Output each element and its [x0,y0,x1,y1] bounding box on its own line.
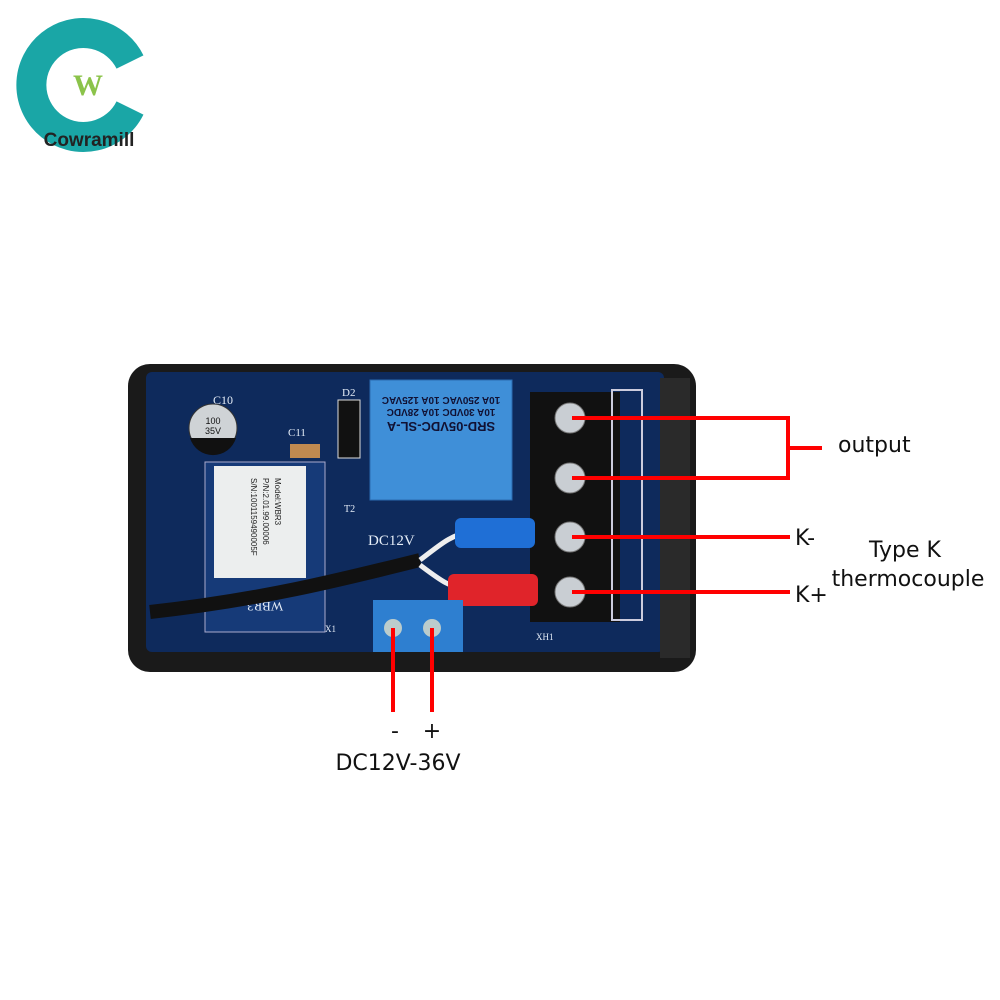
red-ferrule [448,574,538,606]
svg-text:T2: T2 [344,504,355,515]
svg-text:XH1: XH1 [536,632,554,642]
label-thermocouple: thermocouple [832,567,985,592]
logo-letter: W [73,69,103,102]
svg-text:10A 30VDC 10A 28VDC: 10A 30VDC 10A 28VDC [387,406,496,417]
label-type-k: Type K [868,538,942,563]
capacitor-c10: C10 100 35V [188,393,238,456]
logo-c-shape [16,18,144,152]
label-minus: - [391,719,399,744]
svg-text:X1: X1 [325,624,336,634]
blue-ferrule [455,518,535,548]
silk-c11: C11 [288,427,306,439]
svg-text:P/N:2.01.99.00006: P/N:2.01.99.00006 [261,478,270,545]
label-k-minus: K- [795,526,815,551]
svg-text:DC12V: DC12V [368,533,415,549]
svg-text:35V: 35V [205,426,221,436]
label-k-plus: K+ [795,583,828,608]
brand-name: Cowramill [44,130,135,151]
svg-text:S/N:1001159490005F: S/N:1001159490005F [249,478,258,556]
svg-text:C10: C10 [213,393,233,407]
label-power: DC12V-36V [335,751,460,776]
svg-text:SRD-05VDC-SL-A: SRD-05VDC-SL-A [386,419,495,434]
annotation-lines [391,416,822,712]
wifi-module-wbr3: Model:WBR3 P/N:2.01.99.00006 S/N:1001159… [204,461,326,633]
thermocouple-cable [149,553,422,619]
svg-text:100: 100 [205,416,220,426]
relay: SRD-05VDC-SL-A 10A 30VDC 10A 28VDC 10A 2… [369,379,513,501]
brand-logo: W [16,18,144,152]
svg-text:10A 250VAC 10A 125VAC: 10A 250VAC 10A 125VAC [382,394,500,405]
silk-d2: D2 [342,387,355,399]
label-plus: + [423,719,441,744]
label-output: output [838,433,911,458]
svg-text:Model:WBR3: Model:WBR3 [273,478,282,526]
